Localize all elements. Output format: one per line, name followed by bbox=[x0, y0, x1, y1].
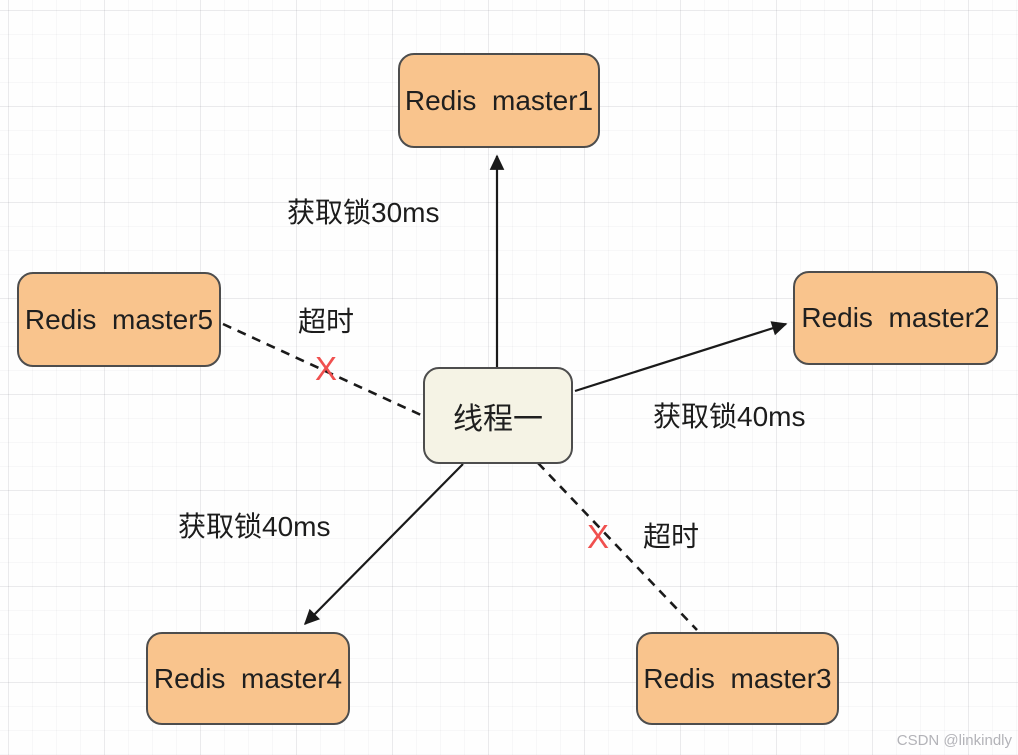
fail-x-mark-right: X bbox=[586, 518, 610, 556]
edge-thread-to-master2 bbox=[574, 321, 788, 393]
node-redis-master4: Redis master4 bbox=[146, 632, 350, 725]
edge-label-timeout-right: 超时 bbox=[643, 521, 700, 552]
node-redis-master5: Redis master5 bbox=[17, 272, 221, 367]
node-redis-master2-label: Redis master2 bbox=[801, 302, 990, 333]
edge-label-acquire-lock-40ms-left: 获取锁40ms bbox=[178, 511, 331, 542]
edge-thread-to-master4 bbox=[303, 463, 464, 626]
edge-master5-to-thread-dashed bbox=[222, 322, 422, 417]
edge-thread-to-master3-dashed bbox=[537, 462, 698, 631]
edge-label-acquire-lock-40ms-right: 获取锁40ms bbox=[653, 401, 806, 432]
node-thread-one: 线程一 bbox=[423, 367, 573, 464]
node-redis-master1-label: Redis master1 bbox=[404, 84, 594, 116]
node-thread-one-label: 线程一 bbox=[453, 402, 543, 436]
node-redis-master4-label: Redis master4 bbox=[153, 662, 343, 694]
edge-label-acquire-lock-30ms: 获取锁30ms bbox=[287, 197, 440, 228]
fail-x-mark-left: X bbox=[314, 350, 338, 388]
edge-label-timeout-left: 超时 bbox=[298, 306, 355, 337]
node-redis-master3: Redis master3 bbox=[636, 632, 839, 725]
node-redis-master1: Redis master1 bbox=[398, 53, 600, 148]
node-redis-master5-label: Redis master5 bbox=[24, 303, 214, 335]
node-redis-master3-label: Redis master3 bbox=[643, 662, 832, 694]
node-redis-master2: Redis master2 bbox=[793, 271, 998, 365]
watermark-text: CSDN @linkindly bbox=[896, 732, 1012, 749]
